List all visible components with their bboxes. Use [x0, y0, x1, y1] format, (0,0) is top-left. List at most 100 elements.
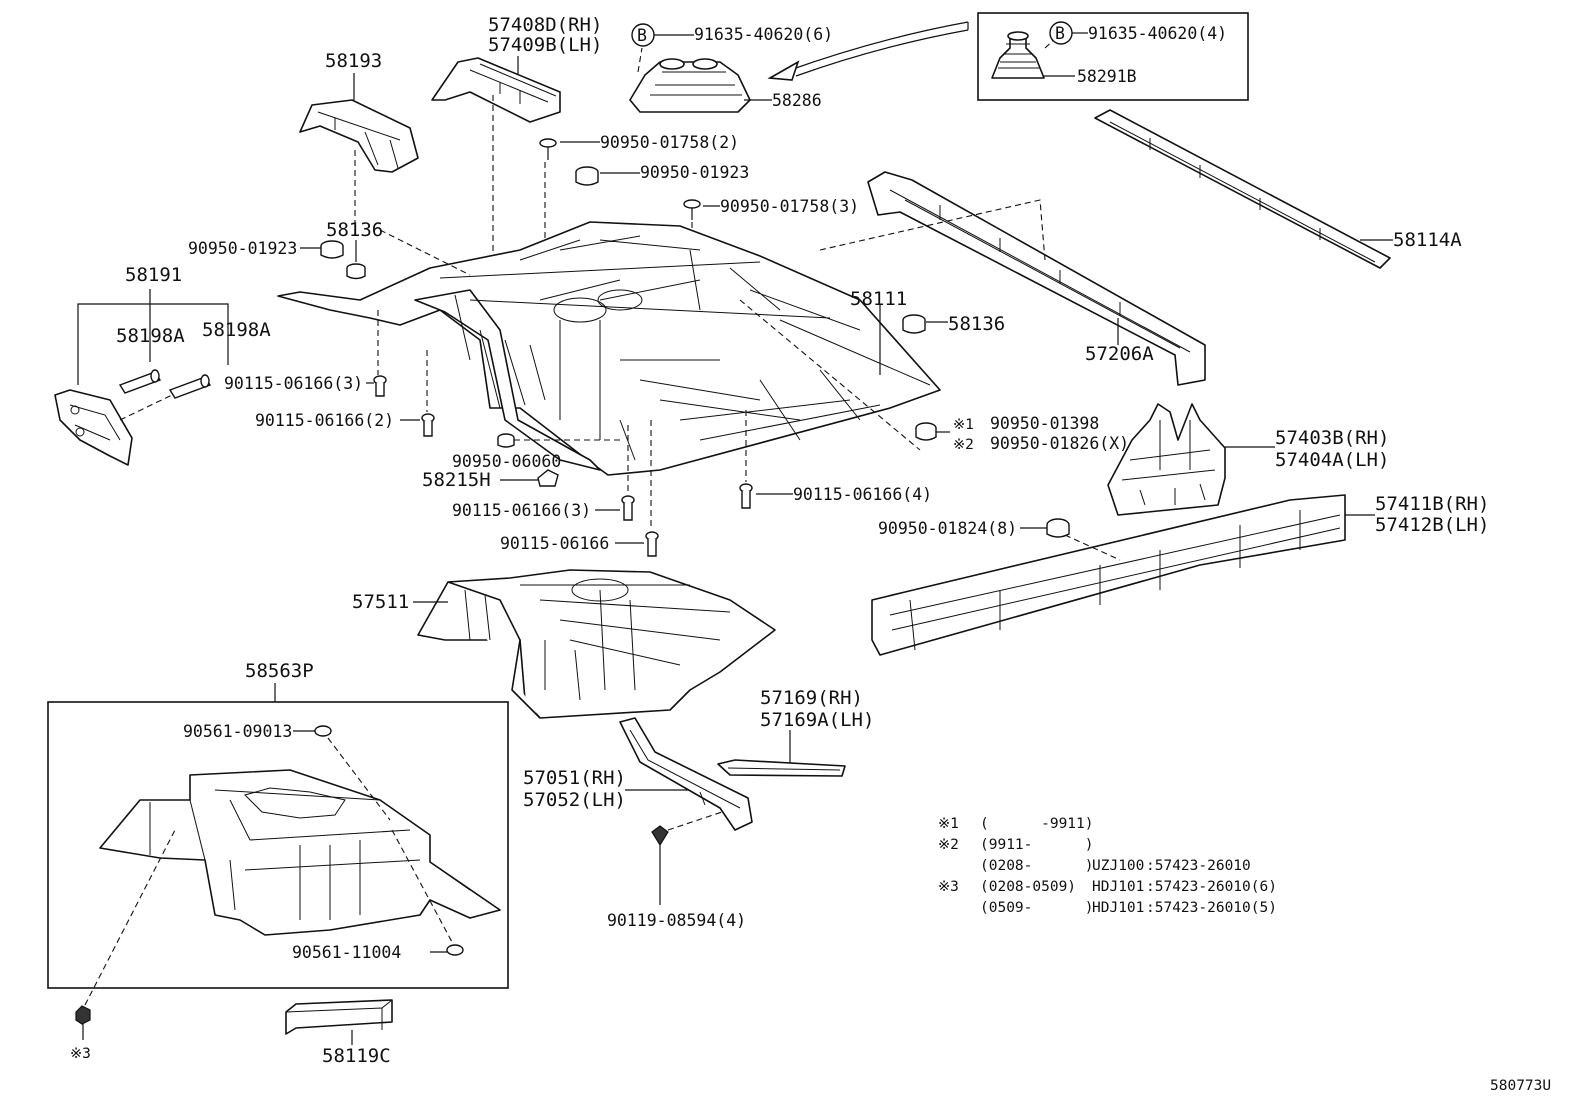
floor-cover-58563p — [99, 769, 501, 936]
inset-box-58291b — [977, 12, 1249, 101]
callout-90950-06060: 90950-06060 — [452, 452, 561, 471]
bolt-90115-06166-4 — [739, 483, 753, 509]
mark-2: ※2 — [953, 437, 974, 453]
pad-58215h — [537, 469, 559, 487]
clip-90561-11004 — [446, 944, 464, 956]
note-3-mark: ※3 — [938, 879, 959, 895]
note-2-range: (0208- ) — [980, 858, 1094, 874]
arrow-to-58286 — [789, 21, 969, 71]
plug-90950-01923-top — [575, 166, 599, 186]
callout-57409b: 57409B(LH) — [488, 34, 602, 56]
callout-58111: 58111 — [850, 288, 907, 310]
callout-90119-08594: 90119-08594(4) — [607, 911, 746, 930]
bolt-90115-06166-3-center — [621, 495, 635, 521]
diagram-code: 580773U — [1490, 1078, 1551, 1094]
callout-58114a: 58114A — [1393, 229, 1462, 251]
block-58119c — [285, 999, 393, 1035]
plug-58136-right — [902, 314, 926, 334]
mark-3: ※3 — [70, 1046, 91, 1062]
floor-pan-58111 — [277, 221, 941, 476]
callout-57052: 57052(LH) — [523, 789, 626, 811]
callout-58119c: 58119C — [322, 1045, 391, 1067]
note-0-range: ( -9911) — [980, 816, 1094, 832]
bolt-90115-06166-2 — [421, 413, 435, 437]
note-3-part: :57423-26010(6) — [1146, 879, 1277, 895]
note-2-part: :57423-26010 — [1146, 858, 1251, 874]
boot-58291b — [991, 31, 1045, 79]
mark-1: ※1 — [953, 417, 974, 433]
bracket-58191 — [54, 389, 133, 466]
floor-57511 — [417, 569, 776, 719]
note-1-range: (9911- ) — [980, 837, 1094, 853]
callout-57169a: 57169A(LH) — [760, 709, 874, 731]
rail-57206a — [867, 171, 1206, 386]
bracket-58193 — [299, 99, 419, 173]
nut-mark-3 — [75, 1005, 91, 1025]
note-0-mark: ※1 — [938, 816, 959, 832]
callout-57051: 57051(RH) — [523, 767, 626, 789]
callout-90950-01923-a: 90950-01923 — [640, 163, 749, 182]
callout-58136-b: 58136 — [948, 313, 1005, 335]
note-4-model: HDJ101 — [1092, 900, 1144, 916]
plug-90950-06060 — [497, 433, 515, 448]
clip-90950-01758-3 — [683, 199, 701, 220]
callout-90950-01758-2: 90950-01758(2) — [600, 133, 739, 152]
callout-91635-40620-4: 91635-40620(4) — [1088, 24, 1227, 43]
callout-58291b: 58291B — [1077, 67, 1137, 86]
callout-57412b: 57412B(LH) — [1375, 514, 1489, 536]
callout-90115-06166-2: 90115-06166(2) — [255, 411, 394, 430]
notes-block: ※1 ( -9911) ※2 (9911- ) (0208- ) UZJ100 … — [938, 816, 1277, 916]
callout-57169: 57169(RH) — [760, 687, 863, 709]
bolt-58198a-1 — [118, 369, 162, 394]
callout-57404a: 57404A(LH) — [1275, 449, 1389, 471]
rocker-panel-57411b — [871, 494, 1346, 656]
inset-box-58563p — [47, 701, 509, 989]
callout-57411b: 57411B(RH) — [1375, 493, 1489, 515]
shift-boot-58286 — [629, 58, 751, 113]
callout-90115-06166: 90115-06166 — [500, 534, 609, 553]
note-1-mark: ※2 — [938, 837, 959, 853]
callout-57403b: 57403B(RH) — [1275, 427, 1389, 449]
callout-mark-b-1: B — [637, 26, 647, 45]
callout-58215h: 58215H — [422, 469, 491, 491]
callout-90561-11004: 90561-11004 — [292, 943, 401, 962]
callout-58198a-1: 58198A — [116, 325, 185, 347]
bolt-58198a-2 — [168, 374, 212, 399]
rail-58114a — [1094, 109, 1391, 269]
callout-58136-a: 58136 — [326, 219, 383, 241]
bolt-90119-08594 — [651, 825, 669, 847]
bolt-90115-06166 — [645, 531, 659, 557]
callout-90950-01398: 90950-01398 — [990, 414, 1099, 433]
plug-90950-01824 — [1046, 518, 1070, 538]
note-4-range: (0509- ) — [980, 900, 1094, 916]
callout-58563p: 58563P — [245, 660, 314, 682]
callout-90950-01923-b: 90950-01923 — [188, 239, 297, 258]
callout-57206a: 57206A — [1085, 343, 1154, 365]
callout-58191: 58191 — [125, 264, 182, 286]
callout-58198a-2: 58198A — [202, 319, 271, 341]
note-3-model: HDJ101 — [1092, 879, 1144, 895]
callout-90950-01824: 90950-01824(8) — [878, 519, 1017, 538]
callout-90115-06166-4: 90115-06166(4) — [793, 485, 932, 504]
callout-57511: 57511 — [352, 591, 409, 613]
note-4-part: :57423-26010(5) — [1146, 900, 1277, 916]
callout-90115-06166-3-b: 90115-06166(3) — [452, 501, 591, 520]
callout-90115-06166-3-a: 90115-06166(3) — [224, 374, 363, 393]
crossmember-57408d — [431, 57, 561, 123]
callout-58193: 58193 — [325, 50, 382, 72]
clip-90561-09013 — [314, 725, 332, 737]
bolt-90115-06166-3-left — [373, 375, 387, 397]
member-57169 — [717, 759, 846, 777]
plug-58136-left — [346, 263, 366, 280]
note-3-range: (0208-0509) — [980, 879, 1076, 895]
bracket-57403b — [1107, 403, 1226, 516]
clip-90950-01758-2 — [539, 138, 557, 160]
callout-90950-01826: 90950-01826(X) — [990, 434, 1129, 453]
note-2-model: UZJ100 — [1092, 858, 1144, 874]
callout-57408d: 57408D(RH) — [488, 14, 602, 36]
callout-91635-40620-6: 91635-40620(6) — [694, 25, 833, 44]
member-57051 — [619, 717, 753, 831]
plug-90950-01398 — [915, 422, 937, 441]
callout-58286: 58286 — [772, 91, 822, 110]
